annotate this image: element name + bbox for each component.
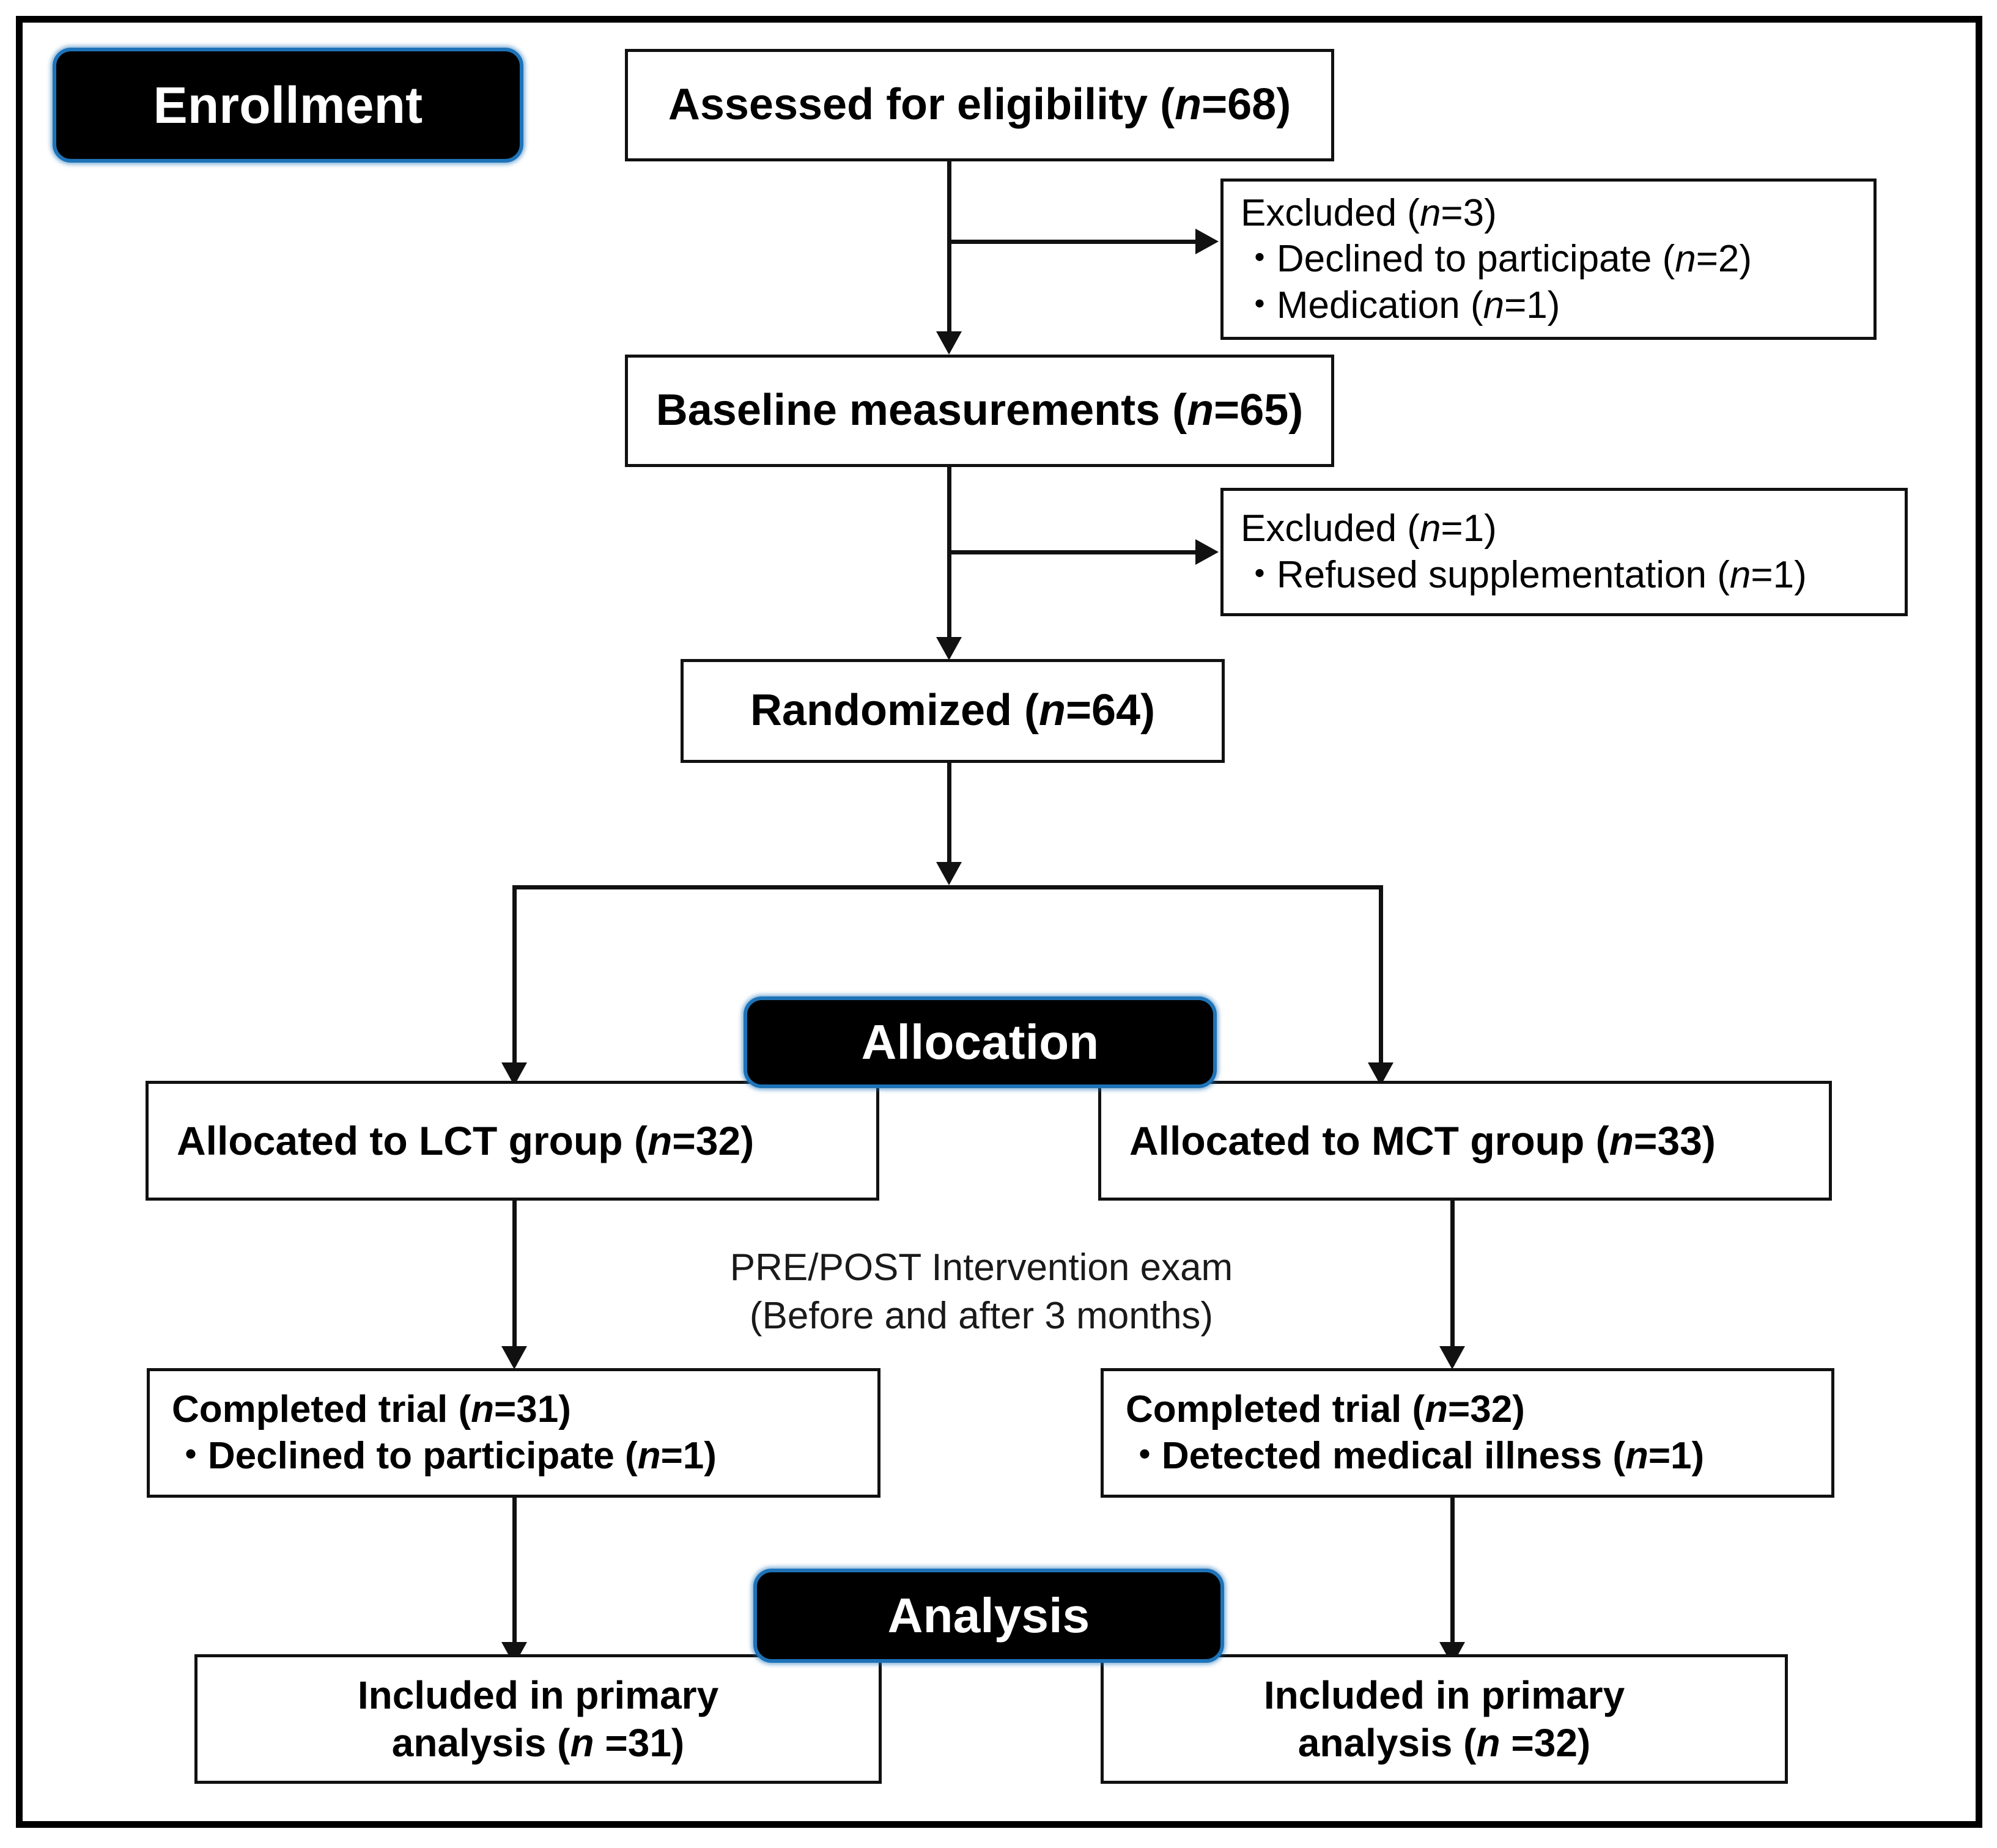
node-included-analysis-mct: Included in primary analysis (n =32) (1101, 1654, 1788, 1784)
bullet-marker: ・ (1241, 284, 1279, 326)
arrowhead-baseline-to-excluded-2 (1195, 539, 1219, 565)
excluded-screening-title: Excluded (n=3) (1241, 191, 1497, 234)
node-randomized-label: Randomized (n=64) (750, 686, 1156, 735)
node-randomized: Randomized (n=64) (681, 659, 1225, 763)
intervention-exam-note: PRE/POST Intervention exam (Before and a… (648, 1243, 1315, 1341)
connector-mct-completed-to-included (1450, 1498, 1455, 1662)
diagram-frame (16, 16, 1982, 1828)
node-excluded-randomization: Excluded (n=1) ・Refused supplementation … (1220, 488, 1908, 616)
arrowhead-assessed-to-excluded-1 (1195, 229, 1219, 254)
excluded-screening-reason-2: ・Medication (n=1) (1241, 282, 1560, 329)
included-mct-line-2: analysis (n =32) (1297, 1721, 1591, 1765)
connector-lct-completed-to-included (512, 1498, 517, 1662)
completed-mct-reason-1: ・Detected medical illness (n=1) (1126, 1433, 1704, 1479)
intervention-exam-note-line-2: (Before and after 3 months) (749, 1295, 1214, 1338)
split-bar-allocation (512, 885, 1383, 889)
included-mct-line-1: Included in primary (1263, 1673, 1625, 1717)
connector-baseline-to-randomized (947, 467, 951, 652)
excluded-randomization-reason-1: ・Refused supplementation (n=1) (1241, 552, 1807, 598)
stage-badge-enrollment: Enrollment (53, 48, 523, 163)
node-assessed-for-eligibility: Assessed for eligibility (n=68) (625, 49, 1334, 161)
excluded-screening-reason-1: ・Declined to participate (n=2) (1241, 236, 1752, 282)
completed-lct-reason-1: ・Declined to participate (n=1) (172, 1433, 717, 1479)
intervention-exam-note-line-1: PRE/POST Intervention exam (729, 1246, 1233, 1289)
node-allocated-lct: Allocated to LCT group (n=32) (146, 1081, 879, 1201)
excluded-randomization-title: Excluded (n=1) (1241, 507, 1497, 550)
connector-baseline-to-excluded-2 (947, 550, 1207, 554)
connector-lct-alloc-to-completed (512, 1201, 517, 1366)
connector-split-to-mct (1379, 885, 1383, 1082)
arrowhead-mct-alloc-to-completed (1439, 1346, 1465, 1369)
connector-mct-alloc-to-completed (1450, 1201, 1455, 1366)
completed-mct-title: Completed trial (n=32) (1126, 1388, 1525, 1431)
included-lct-line-2: analysis (n =31) (391, 1721, 685, 1765)
bullet-marker: ・ (172, 1435, 210, 1477)
arrowhead-lct-alloc-to-completed (501, 1346, 527, 1369)
bullet-marker: ・ (1241, 238, 1279, 281)
stage-badge-allocation-label: Allocation (861, 1015, 1099, 1069)
included-lct-line-1: Included in primary (357, 1673, 719, 1717)
stage-badge-enrollment-label: Enrollment (153, 76, 423, 134)
node-included-analysis-lct: Included in primary analysis (n =31) (194, 1654, 882, 1784)
node-completed-trial-mct: Completed trial (n=32) ・Detected medical… (1101, 1368, 1834, 1498)
node-allocated-mct: Allocated to MCT group (n=33) (1098, 1081, 1832, 1201)
node-allocated-mct-label: Allocated to MCT group (n=33) (1129, 1117, 1716, 1163)
arrowhead-assessed-to-baseline (936, 331, 962, 355)
arrowhead-baseline-to-randomized (936, 637, 962, 660)
node-completed-trial-lct: Completed trial (n=31) ・Declined to part… (147, 1368, 880, 1498)
bullet-marker: ・ (1241, 554, 1279, 596)
connector-randomized-to-split (947, 763, 951, 878)
node-assessed-label: Assessed for eligibility (n=68) (668, 80, 1291, 130)
stage-badge-allocation: Allocation (744, 996, 1217, 1088)
bullet-marker: ・ (1126, 1435, 1164, 1477)
connector-assessed-to-excluded-1 (947, 240, 1207, 244)
completed-lct-title: Completed trial (n=31) (172, 1388, 571, 1431)
node-allocated-lct-label: Allocated to LCT group (n=32) (177, 1117, 755, 1163)
connector-assessed-to-baseline (947, 161, 951, 345)
node-baseline-measurements: Baseline measurements (n=65) (625, 355, 1334, 467)
stage-badge-analysis: Analysis (753, 1569, 1224, 1663)
arrowhead-randomized-to-split (936, 862, 962, 885)
node-baseline-label: Baseline measurements (n=65) (655, 386, 1304, 435)
stage-badge-analysis-label: Analysis (887, 1588, 1090, 1643)
connector-split-to-lct (512, 885, 517, 1082)
node-excluded-screening: Excluded (n=3) ・Declined to participate … (1220, 179, 1877, 340)
